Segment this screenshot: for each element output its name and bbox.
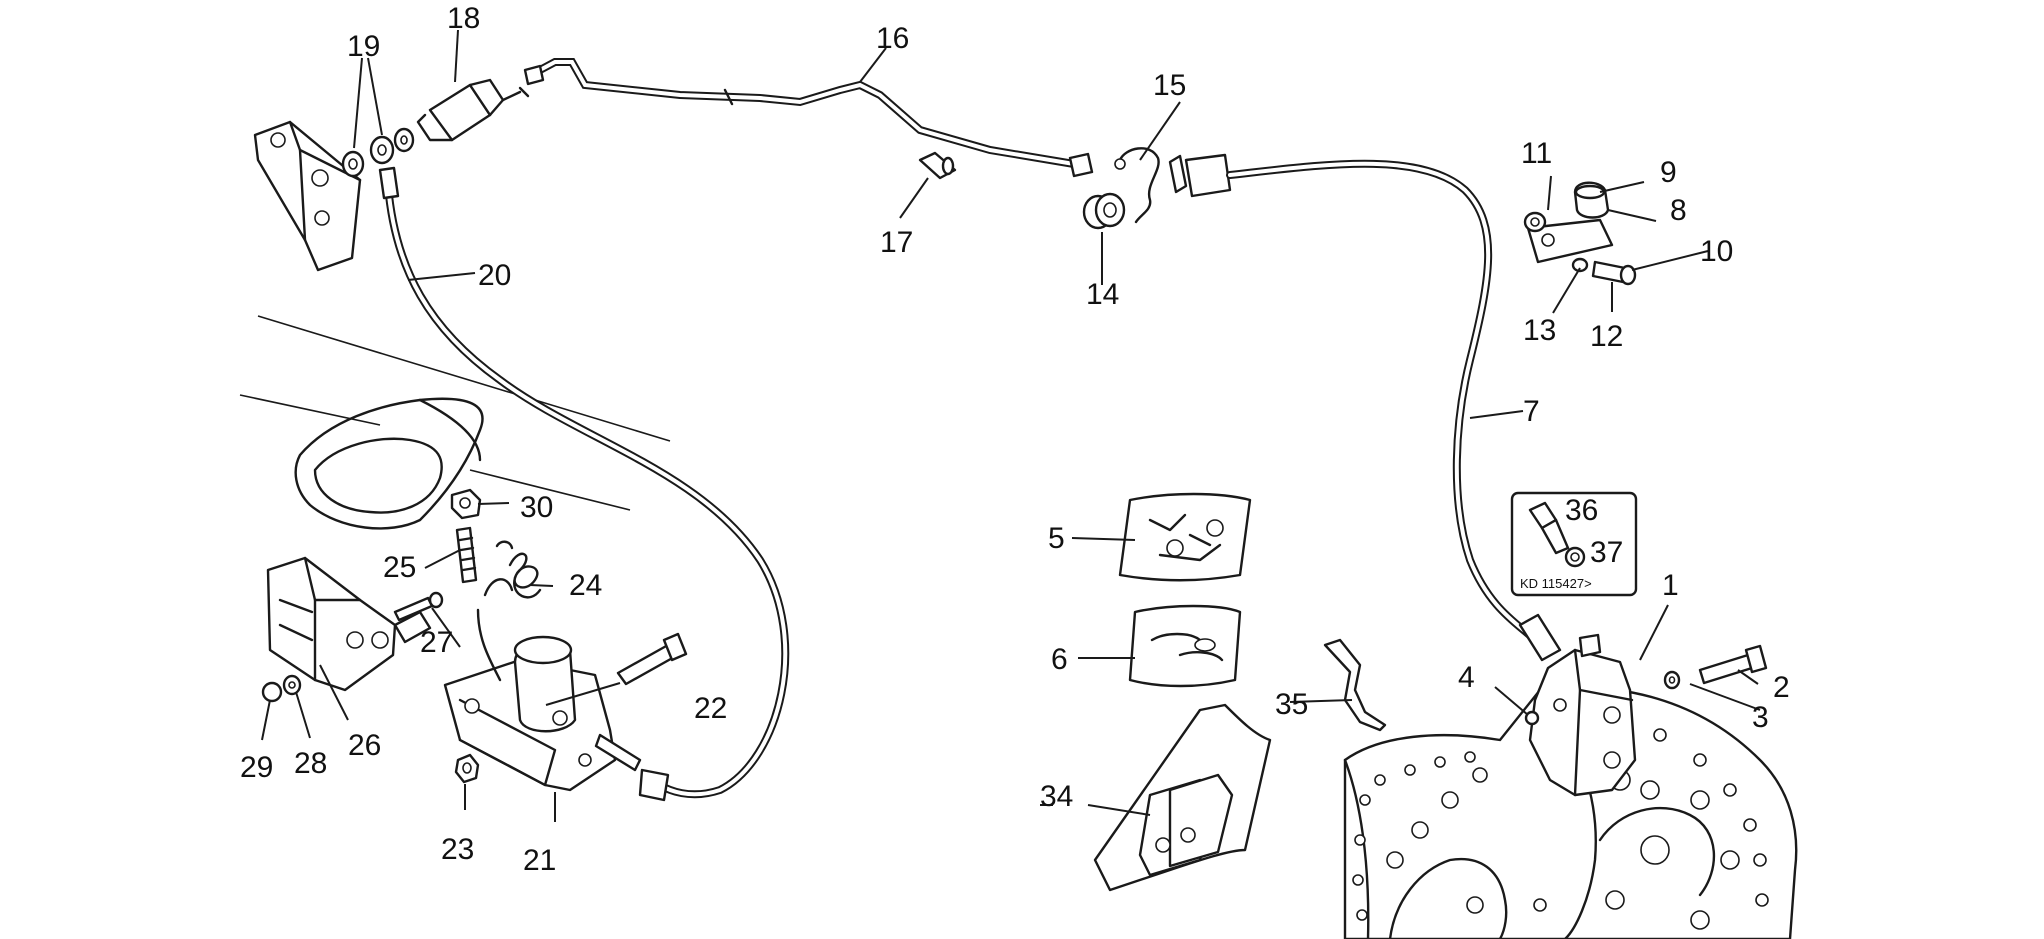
pad-spring: [1323, 638, 1387, 732]
hose-clip: [1114, 147, 1160, 224]
callout-17: 17: [880, 226, 913, 259]
callout-15: 15: [1153, 69, 1186, 102]
rear-caliper: [1524, 633, 1637, 797]
brake-light-switch: [416, 78, 530, 142]
callout-24: 24: [569, 569, 602, 602]
kit-part-number: KD 115427>: [1520, 576, 1592, 591]
callout-27: 27: [420, 626, 453, 659]
callout-7: 7: [1523, 395, 1540, 428]
callout-6: 6: [1051, 643, 1068, 676]
callout-37: 37: [1590, 536, 1623, 569]
callout-36: 36: [1565, 494, 1598, 527]
callout-14: 14: [1086, 278, 1119, 311]
grommet: [1082, 192, 1126, 230]
callout-20: 20: [478, 259, 511, 292]
callout-4: 4: [1458, 661, 1475, 694]
callout-22: 22: [694, 692, 727, 725]
bleed-valve-kit-box: KD 115427>: [1510, 491, 1638, 597]
callout-26: 26: [348, 729, 381, 762]
master-cylinder-hose: [378, 166, 790, 802]
callout-34: 34: [1040, 780, 1073, 813]
footrest-bracket: [266, 556, 432, 692]
callout-11: 11: [1521, 137, 1552, 170]
washer-set: [341, 127, 415, 178]
frame-outline: [239, 315, 671, 511]
callout-1: 1: [1662, 569, 1679, 602]
callout-35: 35: [1275, 688, 1308, 721]
spring-stud: [450, 488, 482, 584]
callout-2: 2: [1773, 671, 1790, 704]
callout-labels: 1 2 3 4 5 6 7 8 9 10 11 12 13 14 15 16 1…: [240, 2, 1790, 877]
callout-3: 3: [1752, 701, 1769, 734]
leader-lines: [261, 29, 1761, 822]
callout-19: 19: [347, 30, 380, 63]
caliper-bolt: [1663, 644, 1768, 690]
pad-kit-bag: [1118, 492, 1252, 582]
callout-13: 13: [1523, 314, 1556, 347]
frame-tube: [294, 397, 484, 530]
seal-kit-bag: [1128, 604, 1242, 688]
callout-12: 12: [1590, 320, 1623, 353]
callout-28: 28: [294, 747, 327, 780]
callout-5: 5: [1048, 522, 1065, 555]
return-spring: [476, 540, 542, 682]
bracket-washers: [261, 674, 302, 703]
rear-master-cylinder: [443, 635, 642, 792]
callout-21: 21: [523, 844, 556, 877]
callout-30: 30: [520, 491, 553, 524]
flexible-brake-hose: [1168, 153, 1562, 662]
lock-nut: [454, 753, 480, 784]
master-cylinder-bracket: [253, 120, 362, 272]
callout-16: 16: [876, 22, 909, 55]
callout-18: 18: [447, 2, 480, 35]
callout-29: 29: [240, 751, 273, 784]
callout-8: 8: [1670, 194, 1687, 227]
bracket-screw: [393, 591, 444, 622]
callout-9: 9: [1660, 156, 1677, 189]
brake-pads: [1093, 703, 1272, 892]
pipe-sleeve: [918, 151, 957, 180]
hose-bracket: [1523, 181, 1637, 286]
callout-10: 10: [1700, 235, 1733, 268]
pivot-bolt: [616, 632, 688, 686]
callout-23: 23: [441, 833, 474, 866]
callout-25: 25: [383, 551, 416, 584]
rigid-brake-pipe: [523, 58, 1094, 178]
